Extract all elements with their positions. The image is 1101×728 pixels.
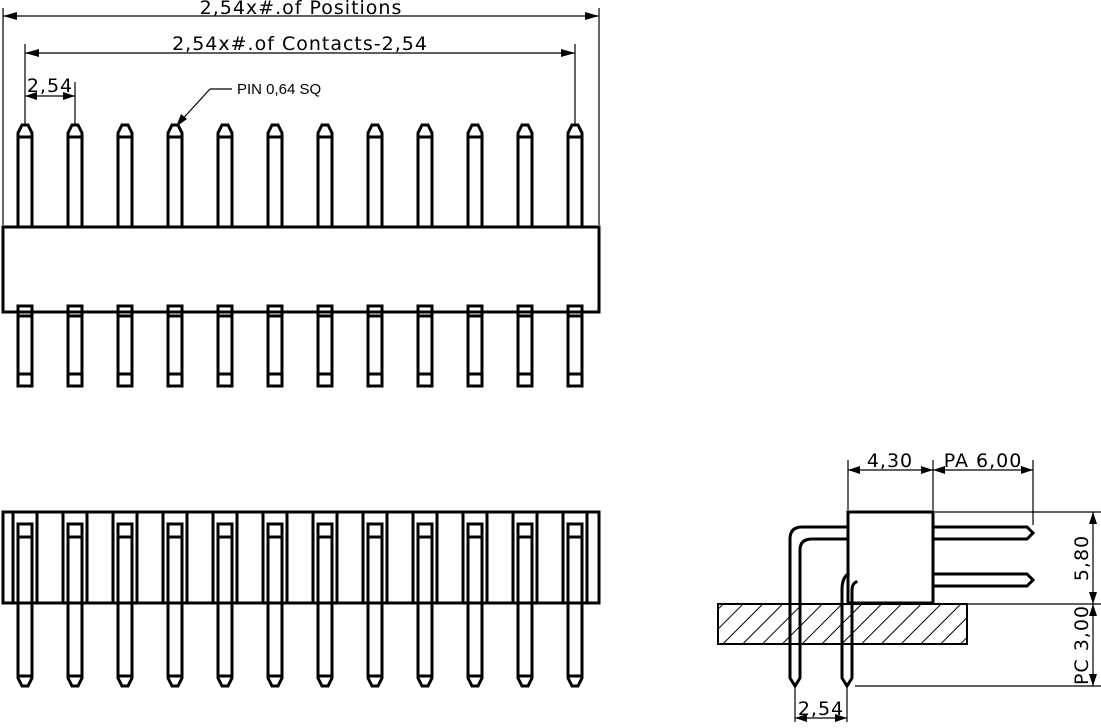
front-pin-cavity	[61, 510, 89, 605]
front-pin	[66, 522, 84, 688]
top-pin-upper	[366, 123, 384, 228]
front-view-housing	[1, 510, 601, 605]
front-pin-cavity	[161, 510, 189, 605]
pin-note-leader: PIN 0,64 SQ	[176, 81, 321, 127]
top-pin-lower	[216, 304, 234, 388]
top-pin-upper	[166, 123, 184, 228]
front-view-pins	[11, 510, 589, 688]
front-pin	[366, 522, 384, 688]
pin-note-label: PIN 0,64 SQ	[237, 81, 321, 98]
front-pin	[316, 522, 334, 688]
contact-span-label: 2,54x#.of Contacts-2,54	[172, 33, 428, 55]
front-pin	[116, 522, 134, 688]
front-pin-cavity	[561, 510, 589, 605]
front-pin-cavity	[411, 510, 439, 605]
front-pin-cavity	[111, 510, 139, 605]
row-pitch-dimension: 2,54	[794, 688, 848, 722]
top-pin-lower	[366, 304, 384, 388]
bent-pin-outer	[788, 525, 850, 689]
tail-pin	[840, 571, 859, 689]
front-pin-cavity	[211, 510, 239, 605]
top-pin-lower	[416, 304, 434, 388]
top-pin-upper	[316, 123, 334, 228]
top-pin-lower	[66, 304, 84, 388]
top-pin-lower	[266, 304, 284, 388]
contact-span-dimension: 2,54x#.of Contacts-2,54	[24, 33, 576, 124]
top-pin-upper	[16, 123, 34, 228]
front-pin	[16, 522, 34, 688]
top-pin-upper	[266, 123, 284, 228]
top-pin-lower	[466, 304, 484, 388]
top-view-pins	[16, 123, 584, 388]
front-pin	[466, 522, 484, 688]
top-pin-upper	[516, 123, 534, 228]
overall-width-label: 2,54x#.of Positions	[200, 0, 403, 19]
top-pin-lower	[166, 304, 184, 388]
front-pin-cavity	[511, 510, 539, 605]
pin-length-mating-label: PA 6,00	[944, 450, 1023, 472]
top-view-housing	[1, 225, 601, 314]
side-view-housing	[846, 510, 935, 605]
front-pin-cavity	[11, 510, 39, 605]
front-pin-cavity	[361, 510, 389, 605]
top-pin-upper	[216, 123, 234, 228]
top-pin-lower	[316, 304, 334, 388]
mating-pin-lower	[931, 572, 1036, 588]
body-depth-dimension: 4,30 PA 6,00	[847, 450, 1034, 525]
top-pin-lower	[566, 304, 584, 388]
front-view	[1, 510, 601, 688]
top-pin-upper	[566, 123, 584, 228]
top-pin-upper	[66, 123, 84, 228]
pitch-top-label: 2,54	[27, 75, 73, 97]
height-dimensions: 5,80 PC 3,00	[855, 511, 1101, 687]
front-pin	[166, 522, 184, 688]
top-pin-upper	[416, 123, 434, 228]
front-pin	[416, 522, 434, 688]
front-pin	[516, 522, 534, 688]
front-pin-cavity	[311, 510, 339, 605]
side-view: 4,30 PA 6,00 5,80 PC 3,00 2,54	[717, 450, 1101, 722]
top-pin-upper	[466, 123, 484, 228]
top-pin-upper	[116, 123, 134, 228]
top-view	[1, 123, 601, 388]
overall-width-dimension: 2,54x#.of Positions	[2, 0, 600, 225]
pin-length-tail-label: PC 3,00	[1071, 605, 1093, 685]
body-depth-label: 4,30	[867, 450, 913, 472]
front-pin	[566, 522, 584, 688]
front-pin	[216, 522, 234, 688]
front-pin	[266, 522, 284, 688]
pitch-dimension-top: 2,54	[25, 75, 76, 124]
body-height-label: 5,80	[1071, 535, 1093, 581]
top-pin-lower	[16, 304, 34, 388]
front-pin-cavity	[261, 510, 289, 605]
top-pin-lower	[516, 304, 534, 388]
top-pin-lower	[116, 304, 134, 388]
front-pin-cavity	[461, 510, 489, 605]
row-pitch-label: 2,54	[798, 698, 844, 720]
mating-pin-upper	[931, 525, 1036, 541]
